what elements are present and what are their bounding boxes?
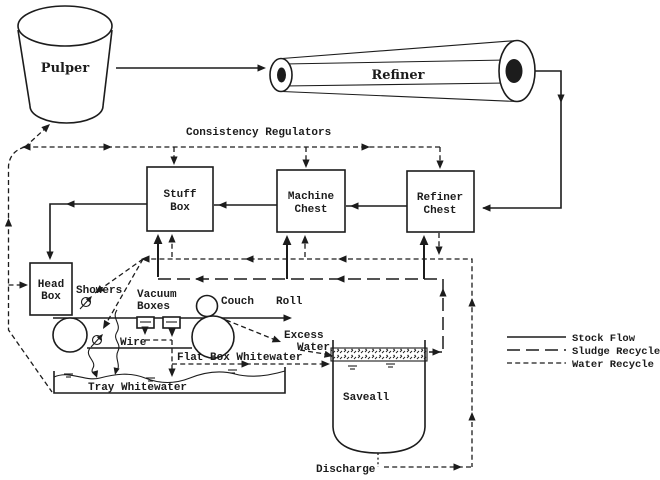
water-surface-mark — [146, 377, 155, 382]
legend: Stock Flow Sludge Recycle Water Recycle — [507, 333, 660, 371]
refiner-label: Refiner — [371, 68, 424, 83]
stuff-box-label-2: Box — [170, 202, 190, 214]
water-surface-mark — [228, 369, 237, 374]
vacuum-boxes: Vacuum Boxes — [136, 289, 181, 377]
consistency-regulators-header: Consistency Regulators — [22, 121, 444, 169]
water-surface-mark — [64, 373, 73, 378]
refiner-cone: Refiner — [269, 39, 536, 103]
stock-line-refiner-chest-to-machine-chest — [346, 202, 407, 210]
vacuum-boxes-label-2: Boxes — [137, 301, 170, 313]
pulper-label: Pulper — [41, 61, 90, 76]
couch-label: Couch — [221, 296, 254, 308]
saveall-tank: Saveall — [330, 340, 428, 454]
discharge-line: Discharge — [316, 453, 472, 476]
machine-chest-label-1: Machine — [288, 191, 335, 203]
stock-line-refiner-to-refiner-chest — [482, 70, 565, 212]
machine-chest: Machine Chest — [276, 169, 346, 233]
head-box-label-1: Head — [38, 279, 64, 291]
sludge-layer — [330, 347, 428, 362]
refiner-chest: Refiner Chest — [406, 170, 475, 233]
legend-sludge-recycle-label: Sludge Recycle — [572, 346, 660, 358]
water-recycle-main-line — [141, 233, 476, 467]
breast-roll — [52, 317, 88, 353]
wire-drainage-arrows — [87, 309, 120, 379]
stuff-box-label-1: Stuff — [163, 189, 196, 201]
fourdrinier-wire: Couch Roll Wire — [52, 294, 303, 359]
legend-water-recycle-label: Water Recycle — [572, 359, 654, 371]
couch-roll-top — [195, 294, 219, 318]
stuff-box: Stuff Box — [146, 166, 214, 232]
wire-label: Wire — [120, 337, 147, 349]
sludge-recycle-line — [153, 234, 447, 356]
head-box: Head Box — [29, 262, 73, 316]
shower-icon — [79, 294, 94, 310]
machine-chest-label-2: Chest — [294, 204, 327, 216]
head-box-label-2: Box — [41, 291, 61, 303]
flat-box-whitewater-label: Flat Box Whitewater — [177, 352, 302, 364]
discharge-label: Discharge — [316, 464, 376, 476]
roll-label: Roll — [276, 296, 303, 308]
pulper-vessel: Pulper — [17, 5, 113, 124]
stock-line-machine-chest-to-stuff-box — [214, 201, 277, 209]
excess-water-label-1: Excess — [284, 330, 324, 342]
showers-label: Showers — [76, 285, 122, 297]
saveall-label: Saveall — [343, 392, 390, 404]
legend-stock-flow-label: Stock Flow — [572, 333, 636, 345]
excess-water-label-2: Water — [297, 342, 330, 354]
tray-whitewater-label: Tray Whitewater — [88, 382, 187, 394]
water-surface-mark — [386, 363, 395, 368]
stock-line-pulper-to-refiner — [116, 64, 266, 72]
flat-box-whitewater-line: Flat Box Whitewater — [172, 352, 330, 368]
stock-line-stuff-box-to-head-box — [46, 200, 147, 260]
refiner-chest-label-2: Chest — [423, 205, 456, 217]
vacuum-boxes-label-1: Vacuum — [137, 289, 177, 301]
couch-roll-bottom — [191, 315, 235, 359]
water-surface-mark — [348, 365, 357, 370]
consistency-regulators-label: Consistency Regulators — [186, 127, 331, 139]
refiner-chest-label-1: Refiner — [417, 192, 463, 204]
water-recycle-left-riser — [4, 146, 53, 393]
tray-whitewater-tank: Tray Whitewater — [53, 367, 286, 394]
shower-icon — [90, 332, 105, 348]
excess-water-line: Excess Water — [225, 319, 334, 360]
